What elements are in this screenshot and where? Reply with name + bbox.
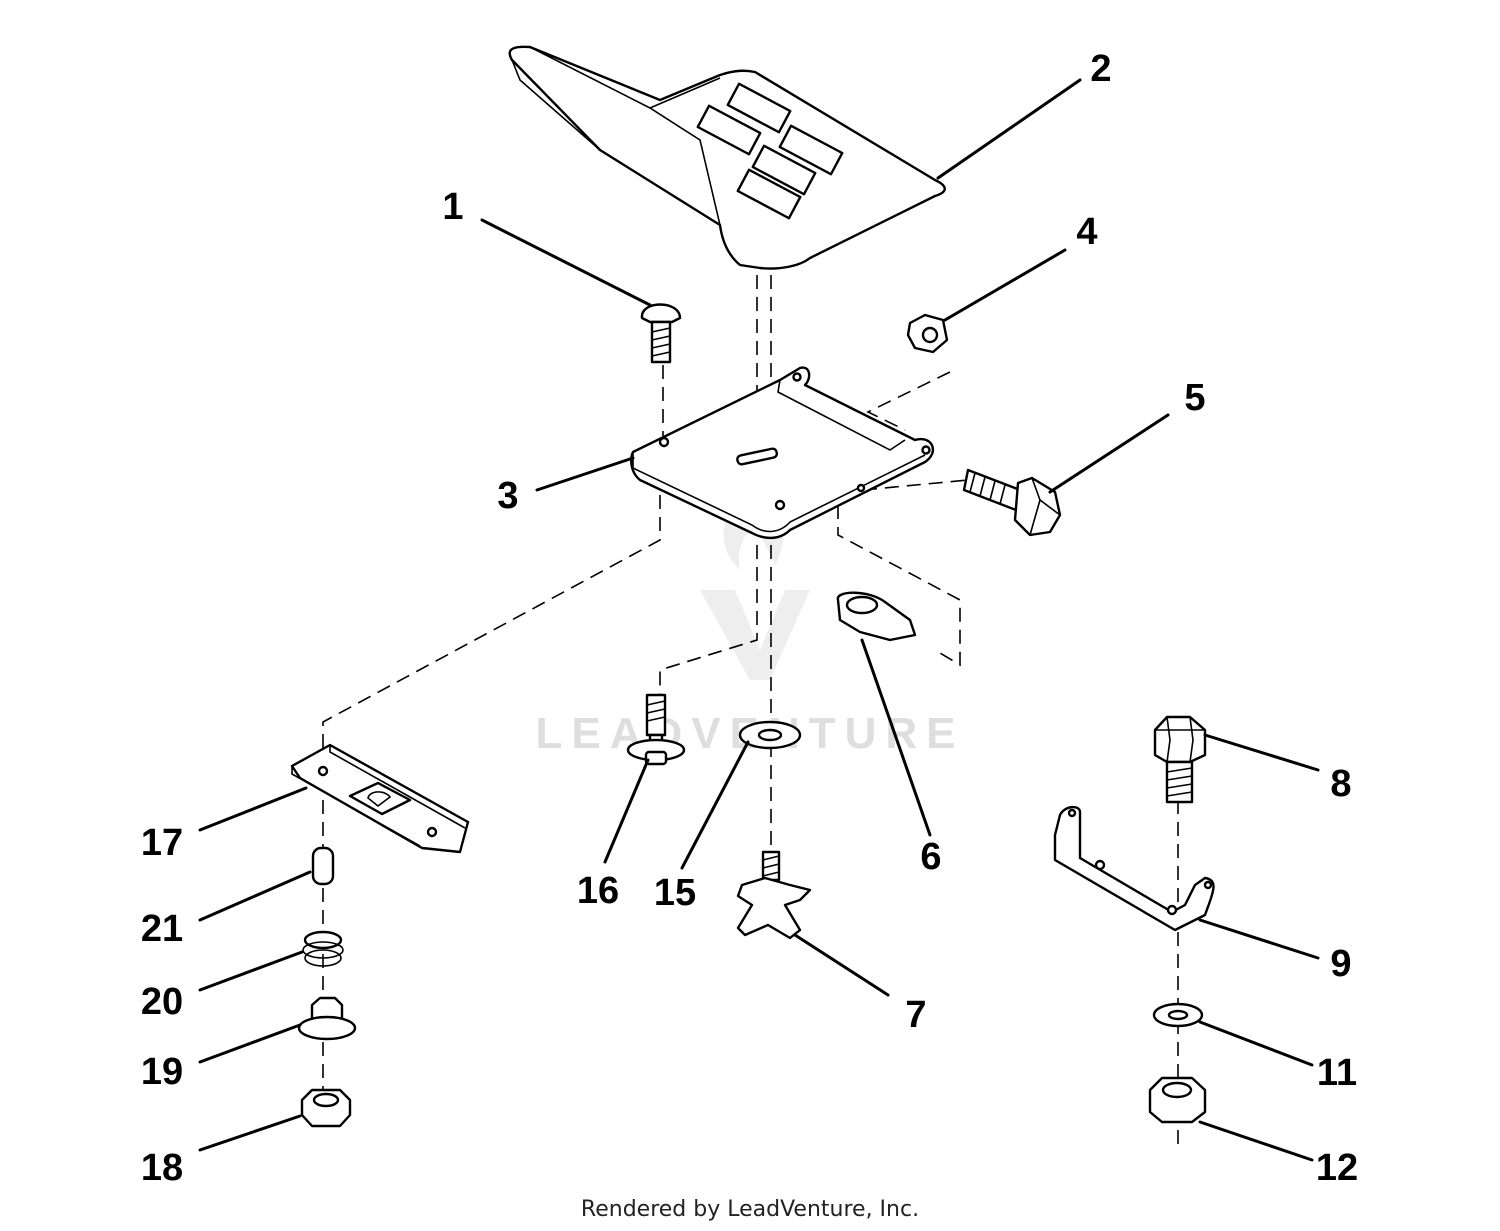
part-hex-nut [906, 313, 949, 354]
label-part-20: 20 [141, 981, 183, 1023]
label-part-19: 19 [141, 1051, 183, 1093]
label-part-7: 7 [905, 994, 926, 1036]
part-seat [508, 45, 946, 270]
part-carriage-bolt [640, 303, 682, 364]
part-spring [302, 930, 344, 967]
part-lock-nut [1148, 1076, 1207, 1124]
label-part-3: 3 [497, 475, 518, 517]
part-flange-nut [300, 1088, 352, 1128]
label-part-17: 17 [141, 822, 183, 864]
part-seat-plate [630, 366, 935, 540]
label-part-11: 11 [1317, 1052, 1357, 1094]
part-latch-plate [290, 743, 470, 854]
label-part-5: 5 [1184, 377, 1205, 419]
part-bracket [1053, 805, 1215, 932]
part-pin [311, 846, 335, 886]
label-part-6: 6 [920, 836, 941, 878]
part-bushing [297, 996, 357, 1041]
label-part-15: 15 [654, 872, 696, 914]
part-shoulder-bolt [626, 693, 686, 766]
part-labels: 1 2 3 4 5 6 7 8 9 11 12 15 16 17 18 19 2… [141, 48, 1358, 1189]
label-part-8: 8 [1330, 763, 1351, 805]
label-part-18: 18 [141, 1147, 183, 1189]
part-clip [836, 591, 917, 642]
label-part-12: 12 [1316, 1147, 1358, 1189]
label-part-16: 16 [577, 870, 619, 912]
part-knob [736, 850, 812, 940]
leader-lines [198, 78, 1320, 1162]
part-hex-bolt-8 [1153, 715, 1207, 804]
part-washer-15 [738, 720, 802, 750]
part-washer-11 [1152, 1002, 1204, 1028]
footer-credit: Rendered by LeadVenture, Inc. [581, 1197, 919, 1222]
label-part-9: 9 [1330, 943, 1351, 985]
label-part-21: 21 [141, 908, 183, 950]
label-part-1: 1 [442, 186, 463, 228]
part-hex-bolt [962, 468, 1062, 537]
label-part-4: 4 [1076, 211, 1097, 253]
label-part-2: 2 [1090, 48, 1111, 90]
